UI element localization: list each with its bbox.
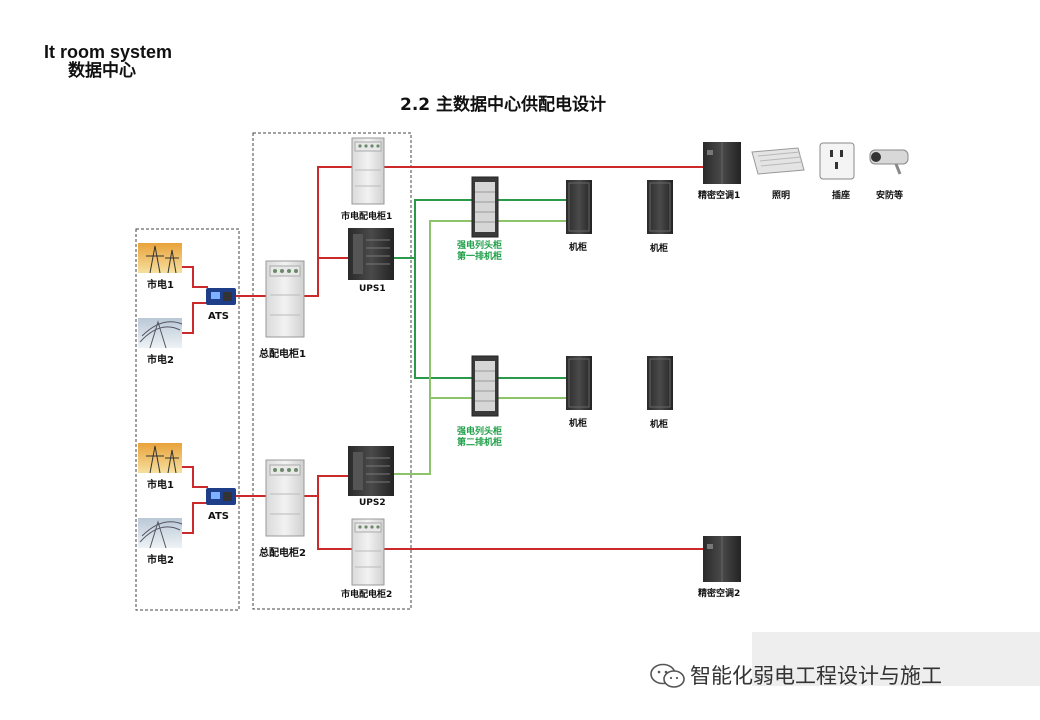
label-city-cabinet-1: 市电配电柜1 (341, 212, 393, 222)
rack-row1-a (566, 180, 592, 234)
label-rack-row2-b: 机柜 (650, 420, 669, 430)
grid-photo-2b (138, 518, 183, 549)
label-socket: 插座 (832, 191, 851, 201)
column-head-cabinet-1 (471, 176, 499, 238)
label-grid1-b: 市电1 (147, 480, 174, 491)
source-group-box (135, 228, 240, 611)
label-main-cabinet-1: 总配电柜1 (259, 349, 306, 360)
ats-device-a (206, 288, 236, 305)
label-main-cabinet-2: 总配电柜2 (259, 548, 306, 559)
socket-outlet (819, 142, 855, 180)
rack-row2-a (566, 356, 592, 410)
ats-device-b (206, 488, 236, 505)
rack-row2-b (647, 356, 673, 410)
label-security: 安防等 (876, 191, 904, 201)
main-cabinet-1 (265, 260, 305, 338)
label-ats-b: ATS (208, 511, 229, 522)
label-grid1-a: 市电1 (147, 280, 174, 291)
header-line2: 数据中心 (68, 61, 136, 81)
city-cabinet-2 (351, 518, 385, 586)
label-rack-row1-a: 机柜 (569, 243, 588, 253)
label-city-cabinet-2: 市电配电柜2 (341, 590, 393, 600)
label-column-head-2: 强电列头柜 第二排机柜 (457, 427, 502, 449)
ups-lines (394, 199, 566, 475)
label-rack-row2-a: 机柜 (569, 419, 588, 429)
label-column-head-2-line1: 强电列头柜 (457, 427, 503, 437)
security-camera (869, 149, 909, 175)
label-ats-a: ATS (208, 311, 229, 322)
ups-unit-1 (348, 228, 394, 280)
label-lighting: 照明 (772, 191, 791, 201)
city-cabinet-1 (351, 137, 385, 205)
precision-ac-2 (703, 536, 741, 582)
distribution-group-box (252, 132, 412, 610)
label-column-head-1-line1: 强电列头柜 (457, 241, 503, 251)
main-cabinet-2 (265, 459, 305, 537)
label-precision-ac-2: 精密空调2 (698, 589, 741, 599)
watermark-text: 智能化弱电工程设计与施工 (690, 664, 942, 688)
header-line1: It room system (44, 42, 173, 62)
label-grid2-a: 市电2 (147, 355, 174, 366)
label-column-head-1-line2: 第一排机柜 (457, 252, 503, 262)
label-rack-row1-b: 机柜 (650, 244, 669, 254)
label-grid2-b: 市电2 (147, 555, 174, 566)
rack-row1-b (647, 180, 673, 234)
label-ups2: UPS2 (359, 498, 386, 508)
ups-unit-2 (348, 446, 394, 496)
power-lines-bottom (180, 466, 703, 550)
label-column-head-2-line2: 第二排机柜 (457, 438, 503, 448)
column-head-cabinet-2 (471, 355, 499, 417)
watermark-background (752, 632, 1040, 686)
page-title: 2.2 主数据中心供配电设计 (400, 95, 607, 115)
grid-photo-1b (138, 443, 182, 474)
grid-photo-2a (138, 318, 183, 349)
label-ups1: UPS1 (359, 284, 386, 294)
precision-ac-1 (703, 142, 741, 184)
label-precision-ac-1: 精密空调1 (698, 191, 741, 201)
wechat-icon (650, 663, 685, 688)
power-lines-top (180, 166, 703, 334)
label-column-head-1: 强电列头柜 第一排机柜 (457, 241, 502, 263)
grid-photo-1a (138, 243, 182, 274)
lighting-fixture (751, 147, 805, 175)
